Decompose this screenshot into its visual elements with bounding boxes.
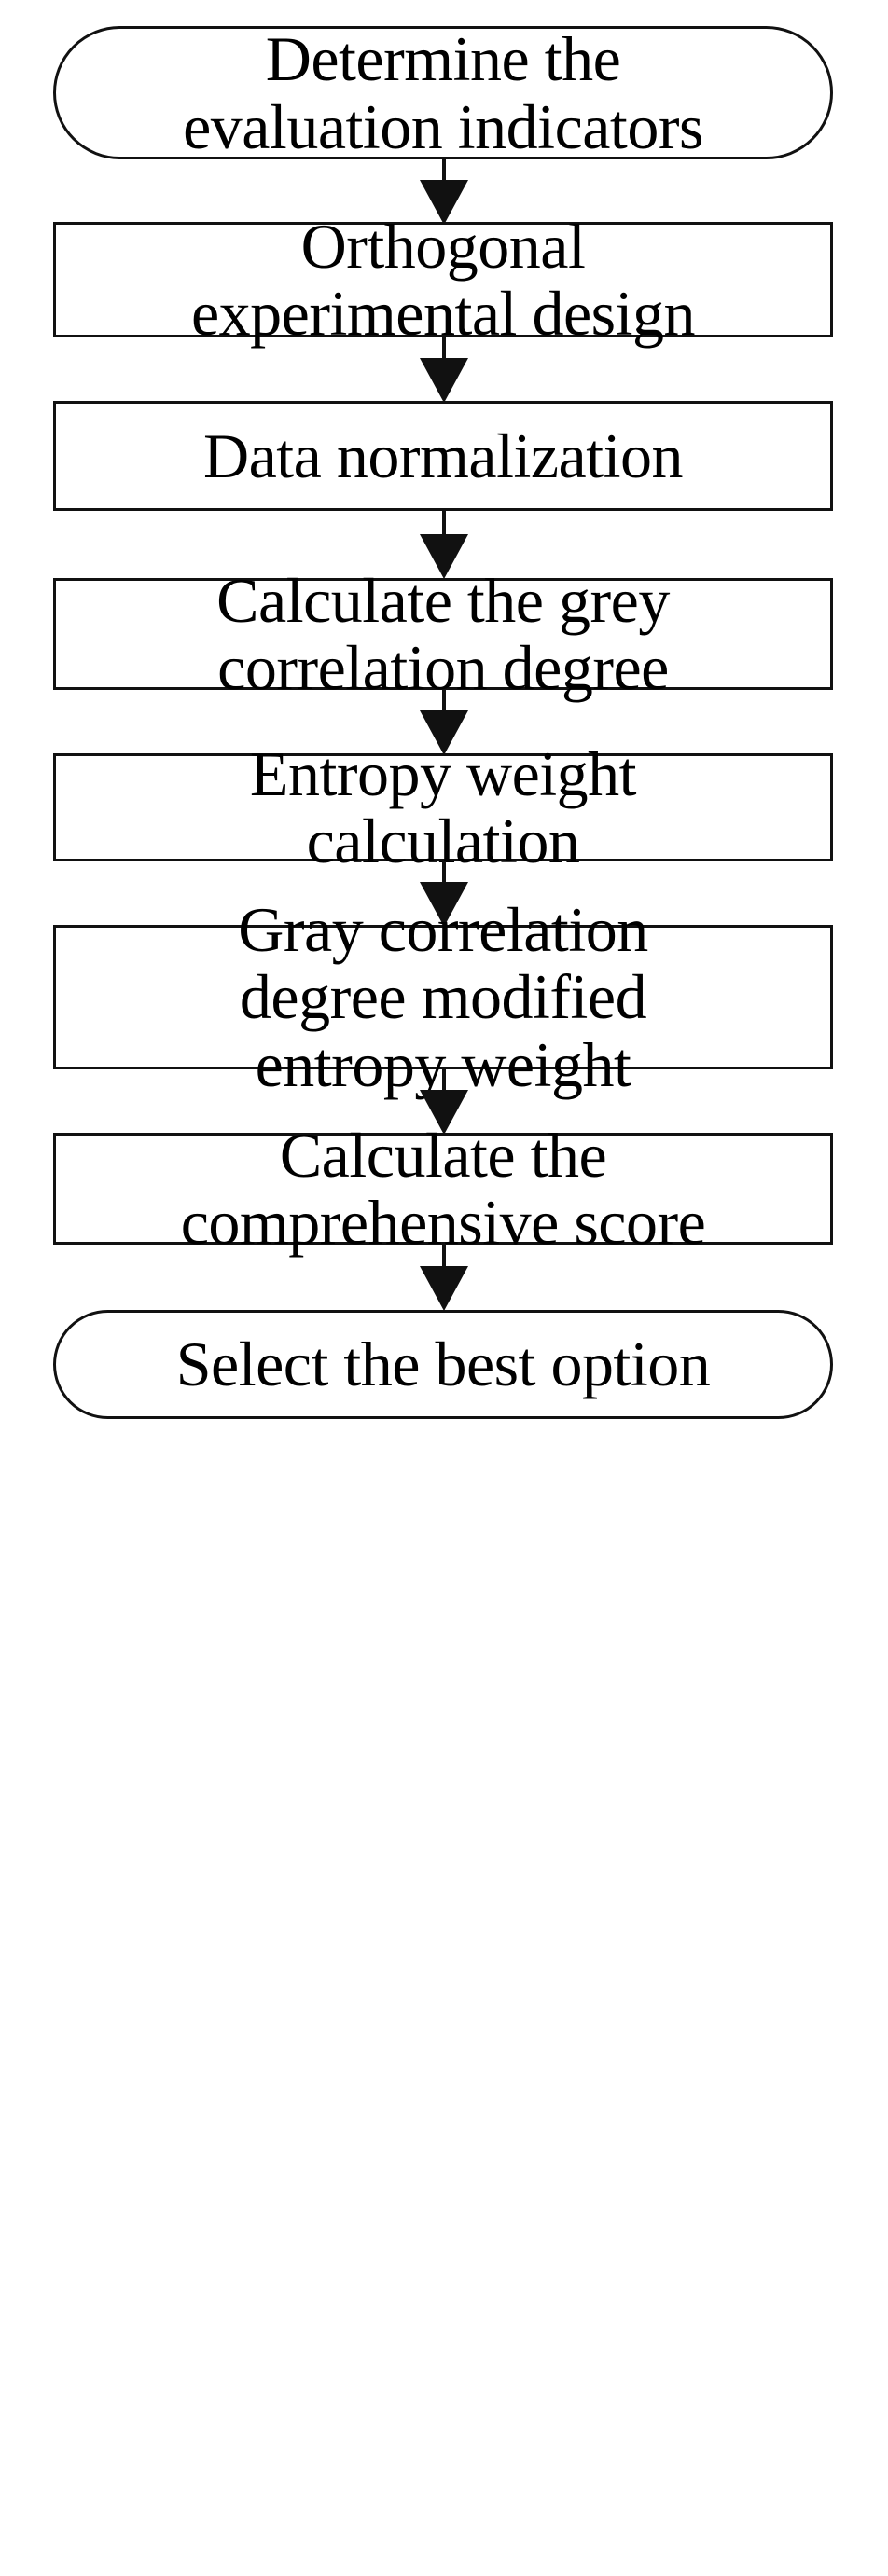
down-arrow-icon [420,1266,468,1311]
flow-node-label: Select the best option [175,1329,711,1400]
flow-node-orthogonal-experimental-design[interactable]: Orthogonal experimental design [53,213,833,347]
flow-node-data-normalization[interactable]: Data normalization [53,401,833,511]
flow-node-calculate-comprehensive-score[interactable]: Calculate the comprehensive score [53,1122,833,1256]
flow-node-label: Data normalization [202,420,684,491]
edge-line [442,511,446,546]
flow-node-entropy-weight-calculation[interactable]: Entropy weight calculation [53,740,833,875]
flow-node-calculate-grey-correlation-degree[interactable]: Calculate the grey correlation degree [53,567,833,701]
flow-node-gray-correlation-degree-modified-entropy-weight[interactable]: Gray correlation degree modified entropy… [53,896,833,1098]
flow-node-select-the-best-option[interactable]: Select the best option [53,1310,833,1419]
flow-node-label: Gray correlation degree modified entropy… [238,894,648,1100]
flow-node-label: Calculate the grey correlation degree [216,564,670,703]
flow-node-label: Entropy weight calculation [249,737,637,876]
flow-node-label: Calculate the comprehensive score [180,1119,706,1258]
down-arrow-icon [420,358,468,403]
flow-node-determine-evaluation-indicators[interactable]: Determine the evaluation indicators [53,23,833,162]
flow-node-label: Orthogonal experimental design [191,210,695,349]
edge-line [442,159,446,191]
flow-node-label: Determine the evaluation indicators [183,23,703,162]
